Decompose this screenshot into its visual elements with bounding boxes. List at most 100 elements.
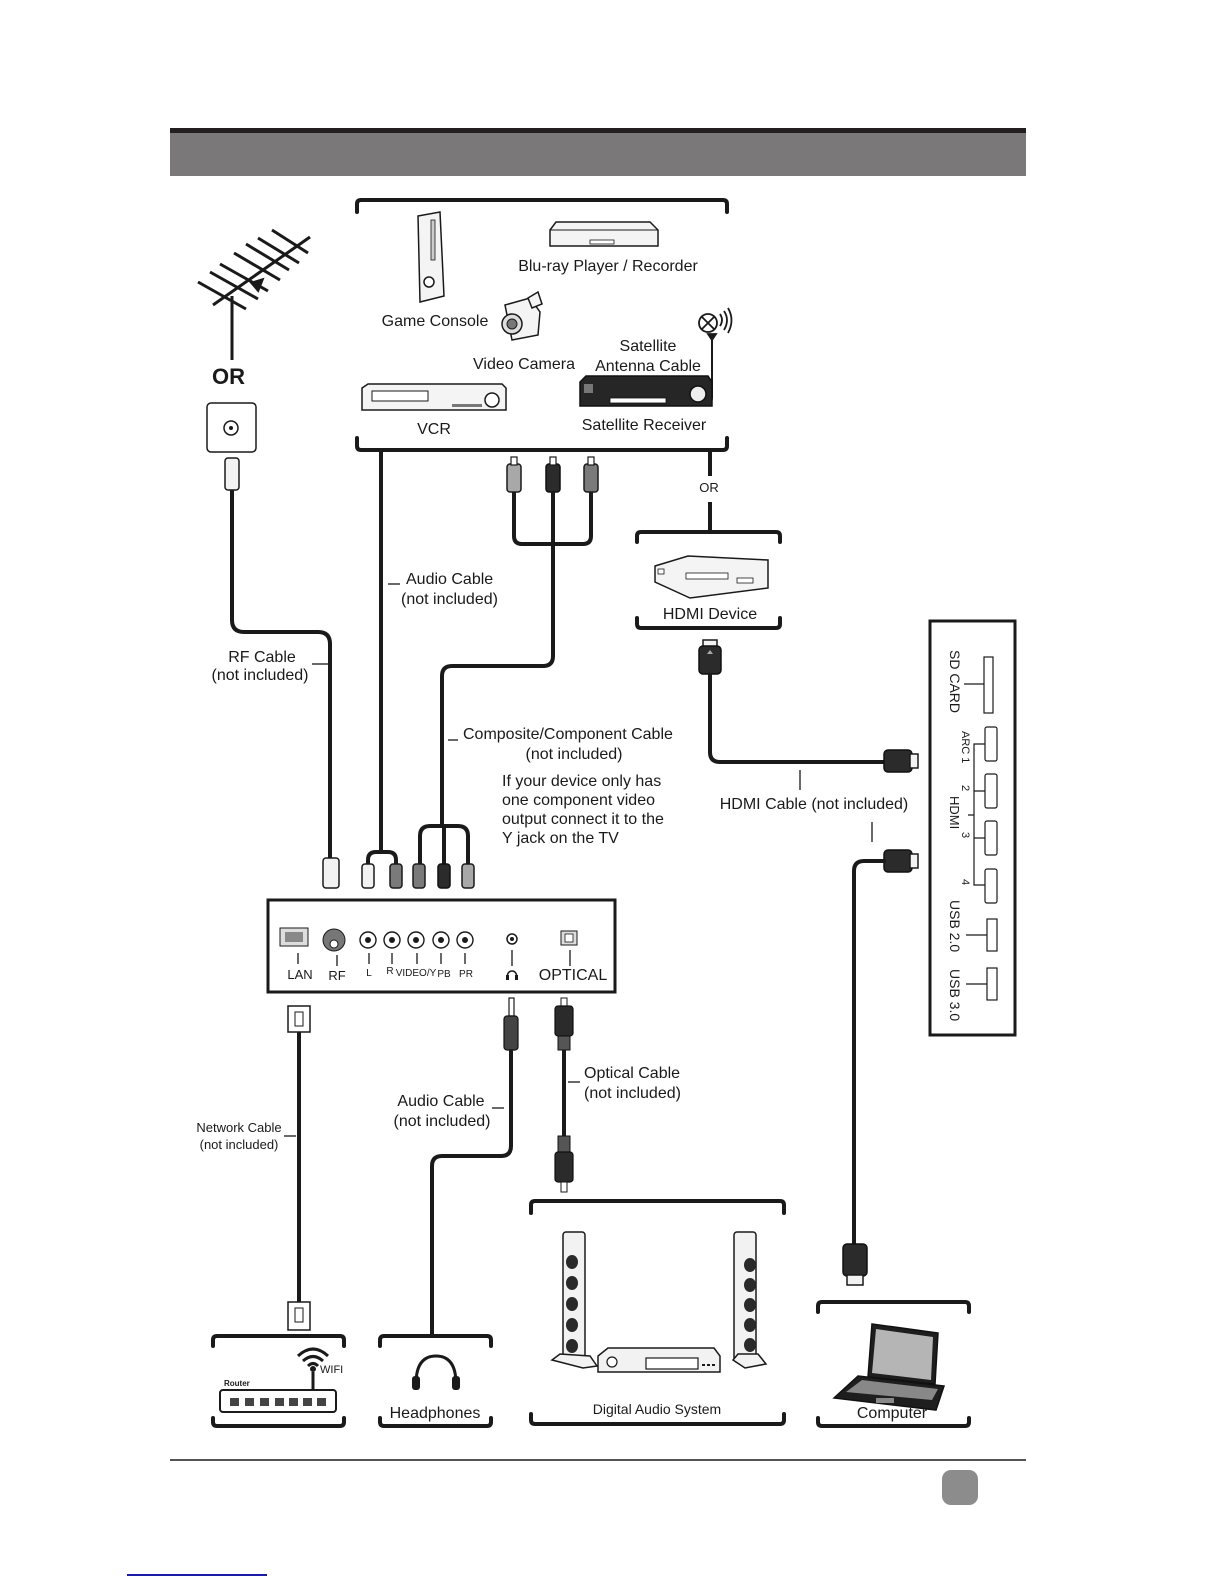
audio-cable-bottom-label: Audio Cable — [397, 1093, 484, 1110]
composite-note-line-2: one component video — [502, 792, 655, 809]
satellite-cable-label-2: Antenna Cable — [595, 358, 701, 375]
usb-2-label: USB 2.0 — [947, 900, 963, 952]
port-label-l: L — [366, 968, 372, 979]
rf-port — [322, 928, 346, 952]
hdmi-group-label: HDMI — [947, 796, 962, 829]
hdmi-arrow-up — [707, 650, 713, 654]
vcr-label: VCR — [417, 421, 451, 438]
hdmi-port-label-1: ARC 1 — [959, 731, 971, 763]
usb2-label-wrap: USB 2.0 — [947, 900, 963, 952]
header-bar — [170, 133, 1026, 176]
rca-plug-top-2 — [545, 463, 561, 493]
rca-plug-pr — [461, 863, 475, 889]
headphone-plug — [503, 997, 519, 1051]
optical-plug-top — [554, 997, 574, 1051]
optical-cable-label: Optical Cable — [584, 1065, 680, 1082]
bluray-label: Blu-ray Player / Recorder — [518, 258, 698, 275]
video-camera-label: Video Camera — [473, 356, 575, 373]
hdmi-ports — [968, 726, 998, 904]
wifi-icon — [296, 1347, 330, 1390]
hdmi-4-label-wrap: 4 — [959, 879, 971, 885]
satellite-receiver-label: Satellite Receiver — [582, 417, 707, 434]
footer-link-underline[interactable] — [127, 1574, 267, 1576]
port-label-video-y: VIDEO/Y — [396, 968, 437, 979]
game-console-label: Game Console — [382, 313, 489, 330]
hdmi-device-bracket-bottom — [635, 616, 782, 630]
composite-note-line-1: If your device only has — [502, 773, 661, 790]
laptop-icon — [832, 1323, 946, 1411]
game-console-icon — [417, 211, 445, 303]
antenna-icon — [197, 228, 311, 360]
vcr-icon — [361, 383, 507, 411]
computer-label: Computer — [857, 1405, 928, 1422]
wifi-label: WIFI — [320, 1364, 343, 1376]
hdmi-device-bracket-top — [635, 530, 782, 544]
composite-cable-sublabel: (not included) — [526, 746, 623, 763]
hdmi-3-label-wrap: 3 — [959, 832, 971, 838]
hdmi-cable-label: HDMI Cable (not included) — [720, 796, 909, 813]
hdmi-device-label: HDMI Device — [663, 606, 757, 623]
router-bracket-bottom — [211, 1416, 346, 1428]
usb-3-label: USB 3.0 — [947, 969, 963, 1021]
port-label-r: R — [386, 966, 393, 977]
sd-card-slot — [964, 656, 994, 714]
headphones-bracket-top — [378, 1334, 493, 1348]
hdmi-device-icon — [654, 555, 769, 599]
optical-port — [560, 930, 578, 946]
digital-audio-label: Digital Audio System — [593, 1401, 721, 1417]
sources-bracket-bottom — [355, 436, 729, 452]
network-plug-bottom — [287, 1301, 311, 1331]
hdmi-port-label-4: 4 — [959, 879, 971, 885]
satellite-receiver-icon — [579, 375, 713, 407]
composite-note-line-3: output connect it to the — [502, 811, 664, 828]
tv-side-panel — [928, 619, 1017, 1037]
composite-note-line-4: Y jack on the TV — [502, 830, 619, 847]
hdmi-arc1-label-wrap: ARC 1 — [959, 731, 971, 763]
computer-bracket-top — [816, 1300, 971, 1314]
audio-cable-top — [366, 450, 398, 866]
usb3-label-wrap: USB 3.0 — [947, 969, 963, 1021]
rf-cable — [230, 490, 332, 858]
port-label-lan: LAN — [287, 967, 312, 982]
usb-ports — [966, 918, 998, 1001]
composite-note: If your device only has one component vi… — [502, 773, 664, 847]
audio-cable-top-sublabel: (not included) — [401, 591, 498, 608]
port-label-optical: OPTICAL — [539, 967, 608, 984]
audio-cable-bottom — [430, 1050, 513, 1338]
hdmi-plug-computer-tip — [846, 1274, 864, 1286]
port-label-pr: PR — [459, 969, 473, 980]
headphones-icon — [412, 1354, 460, 1390]
network-plug-top — [287, 1005, 311, 1033]
rca-tips-top — [510, 456, 595, 466]
rf-plug-bottom — [322, 857, 340, 889]
speaker-right-icon — [731, 1231, 768, 1369]
satellite-cable-label-1: Satellite — [620, 338, 677, 355]
network-cable-label: Network Cable — [196, 1120, 281, 1135]
router-label: Router — [224, 1379, 250, 1388]
rca-plug-video — [412, 863, 426, 889]
video-camera-icon — [501, 290, 543, 341]
hdmi-or-label: OR — [699, 480, 719, 495]
bluray-player-icon — [549, 221, 659, 247]
hdmi-plug-side-2 — [883, 849, 913, 873]
hdmi-port-label-2: 2 — [959, 785, 971, 791]
audio-receiver-icon — [597, 1347, 721, 1373]
hdmi-cable-2 — [852, 859, 886, 1246]
audio-plug-l — [361, 863, 375, 889]
hdmi-plug-side-2-tip — [909, 853, 919, 869]
speaker-left-icon — [550, 1231, 599, 1369]
hdmi-plug-side-1-tip — [909, 753, 919, 769]
wall-outlet-icon — [206, 402, 257, 453]
hdmi-cable-1 — [708, 674, 886, 764]
antenna-or-label: OR — [212, 364, 245, 389]
hdmi-plug-computer — [842, 1243, 868, 1277]
optical-cable-sublabel: (not included) — [584, 1085, 681, 1102]
sources-bracket-top — [355, 198, 729, 214]
audio-plug-r — [389, 863, 403, 889]
rca-plug-top-1 — [506, 463, 522, 493]
lan-port — [279, 927, 309, 947]
port-leaders — [297, 950, 571, 966]
rf-plug-top — [224, 457, 240, 491]
optical-plug-bottom — [554, 1135, 574, 1193]
network-cable-sublabel: (not included) — [200, 1137, 279, 1152]
